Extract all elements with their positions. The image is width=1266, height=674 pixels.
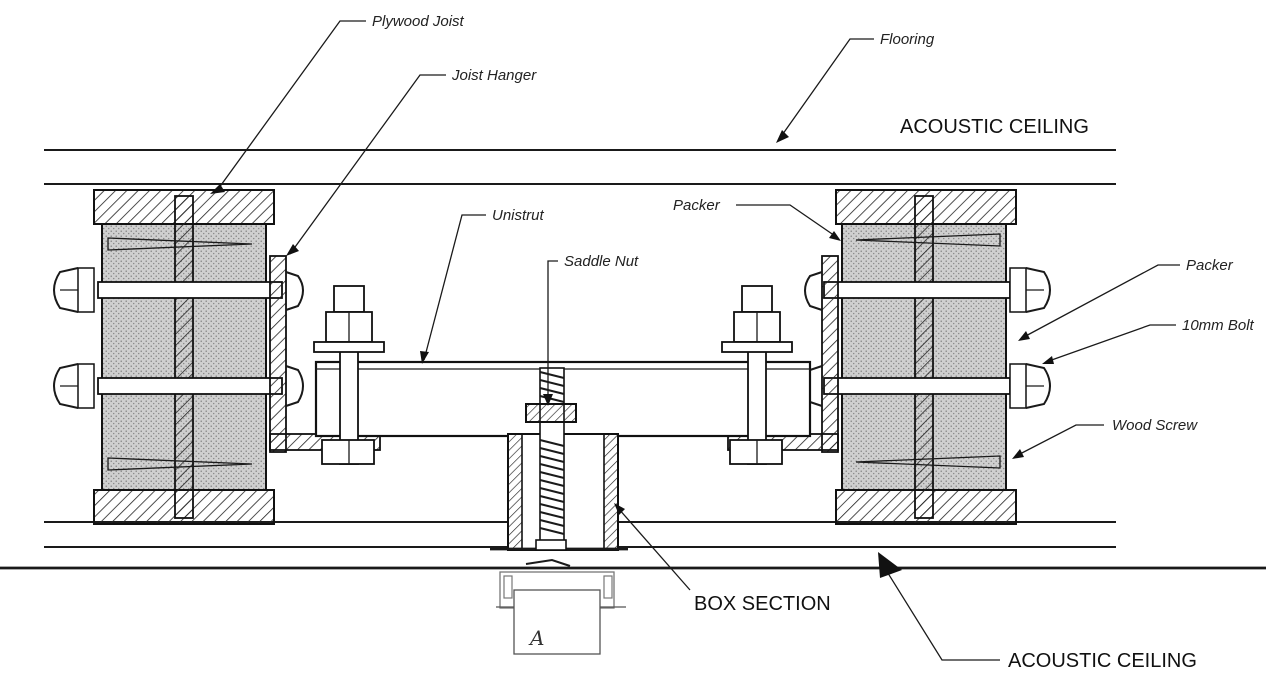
bracket-mark: A bbox=[528, 626, 544, 650]
label-joist-hanger: Joist Hanger bbox=[451, 67, 537, 84]
label-saddle-nut: Saddle Nut bbox=[564, 253, 639, 270]
leader-arrowheads bbox=[210, 130, 1054, 578]
right-joist bbox=[823, 189, 1051, 525]
ceiling-lines bbox=[0, 521, 1266, 570]
label-acoustic-ceiling-top: ACOUSTIC CEILING bbox=[900, 116, 1089, 138]
threaded-rod bbox=[539, 367, 565, 549]
label-10mm-bolt: 10mm Bolt bbox=[1182, 317, 1255, 334]
left-hanger-bolt bbox=[313, 285, 385, 465]
label-packer-top: Packer bbox=[673, 197, 721, 214]
label-acoustic-ceiling-bottom: ACOUSTIC CEILING bbox=[1008, 650, 1197, 672]
label-packer-right: Packer bbox=[1186, 257, 1234, 274]
label-unistrut: Unistrut bbox=[492, 207, 545, 224]
label-flooring: Flooring bbox=[880, 31, 935, 48]
leader-lines bbox=[215, 20, 1180, 661]
label-plywood-joist: Plywood Joist bbox=[372, 13, 465, 30]
right-hanger-bolt bbox=[721, 285, 793, 465]
flooring-lines bbox=[44, 149, 1116, 185]
label-box-section: BOX SECTION bbox=[694, 593, 831, 615]
left-joist bbox=[53, 189, 283, 525]
label-wood-screw: Wood Screw bbox=[1112, 417, 1198, 434]
ceiling-bracket bbox=[490, 539, 628, 655]
saddle-nut bbox=[525, 403, 577, 423]
